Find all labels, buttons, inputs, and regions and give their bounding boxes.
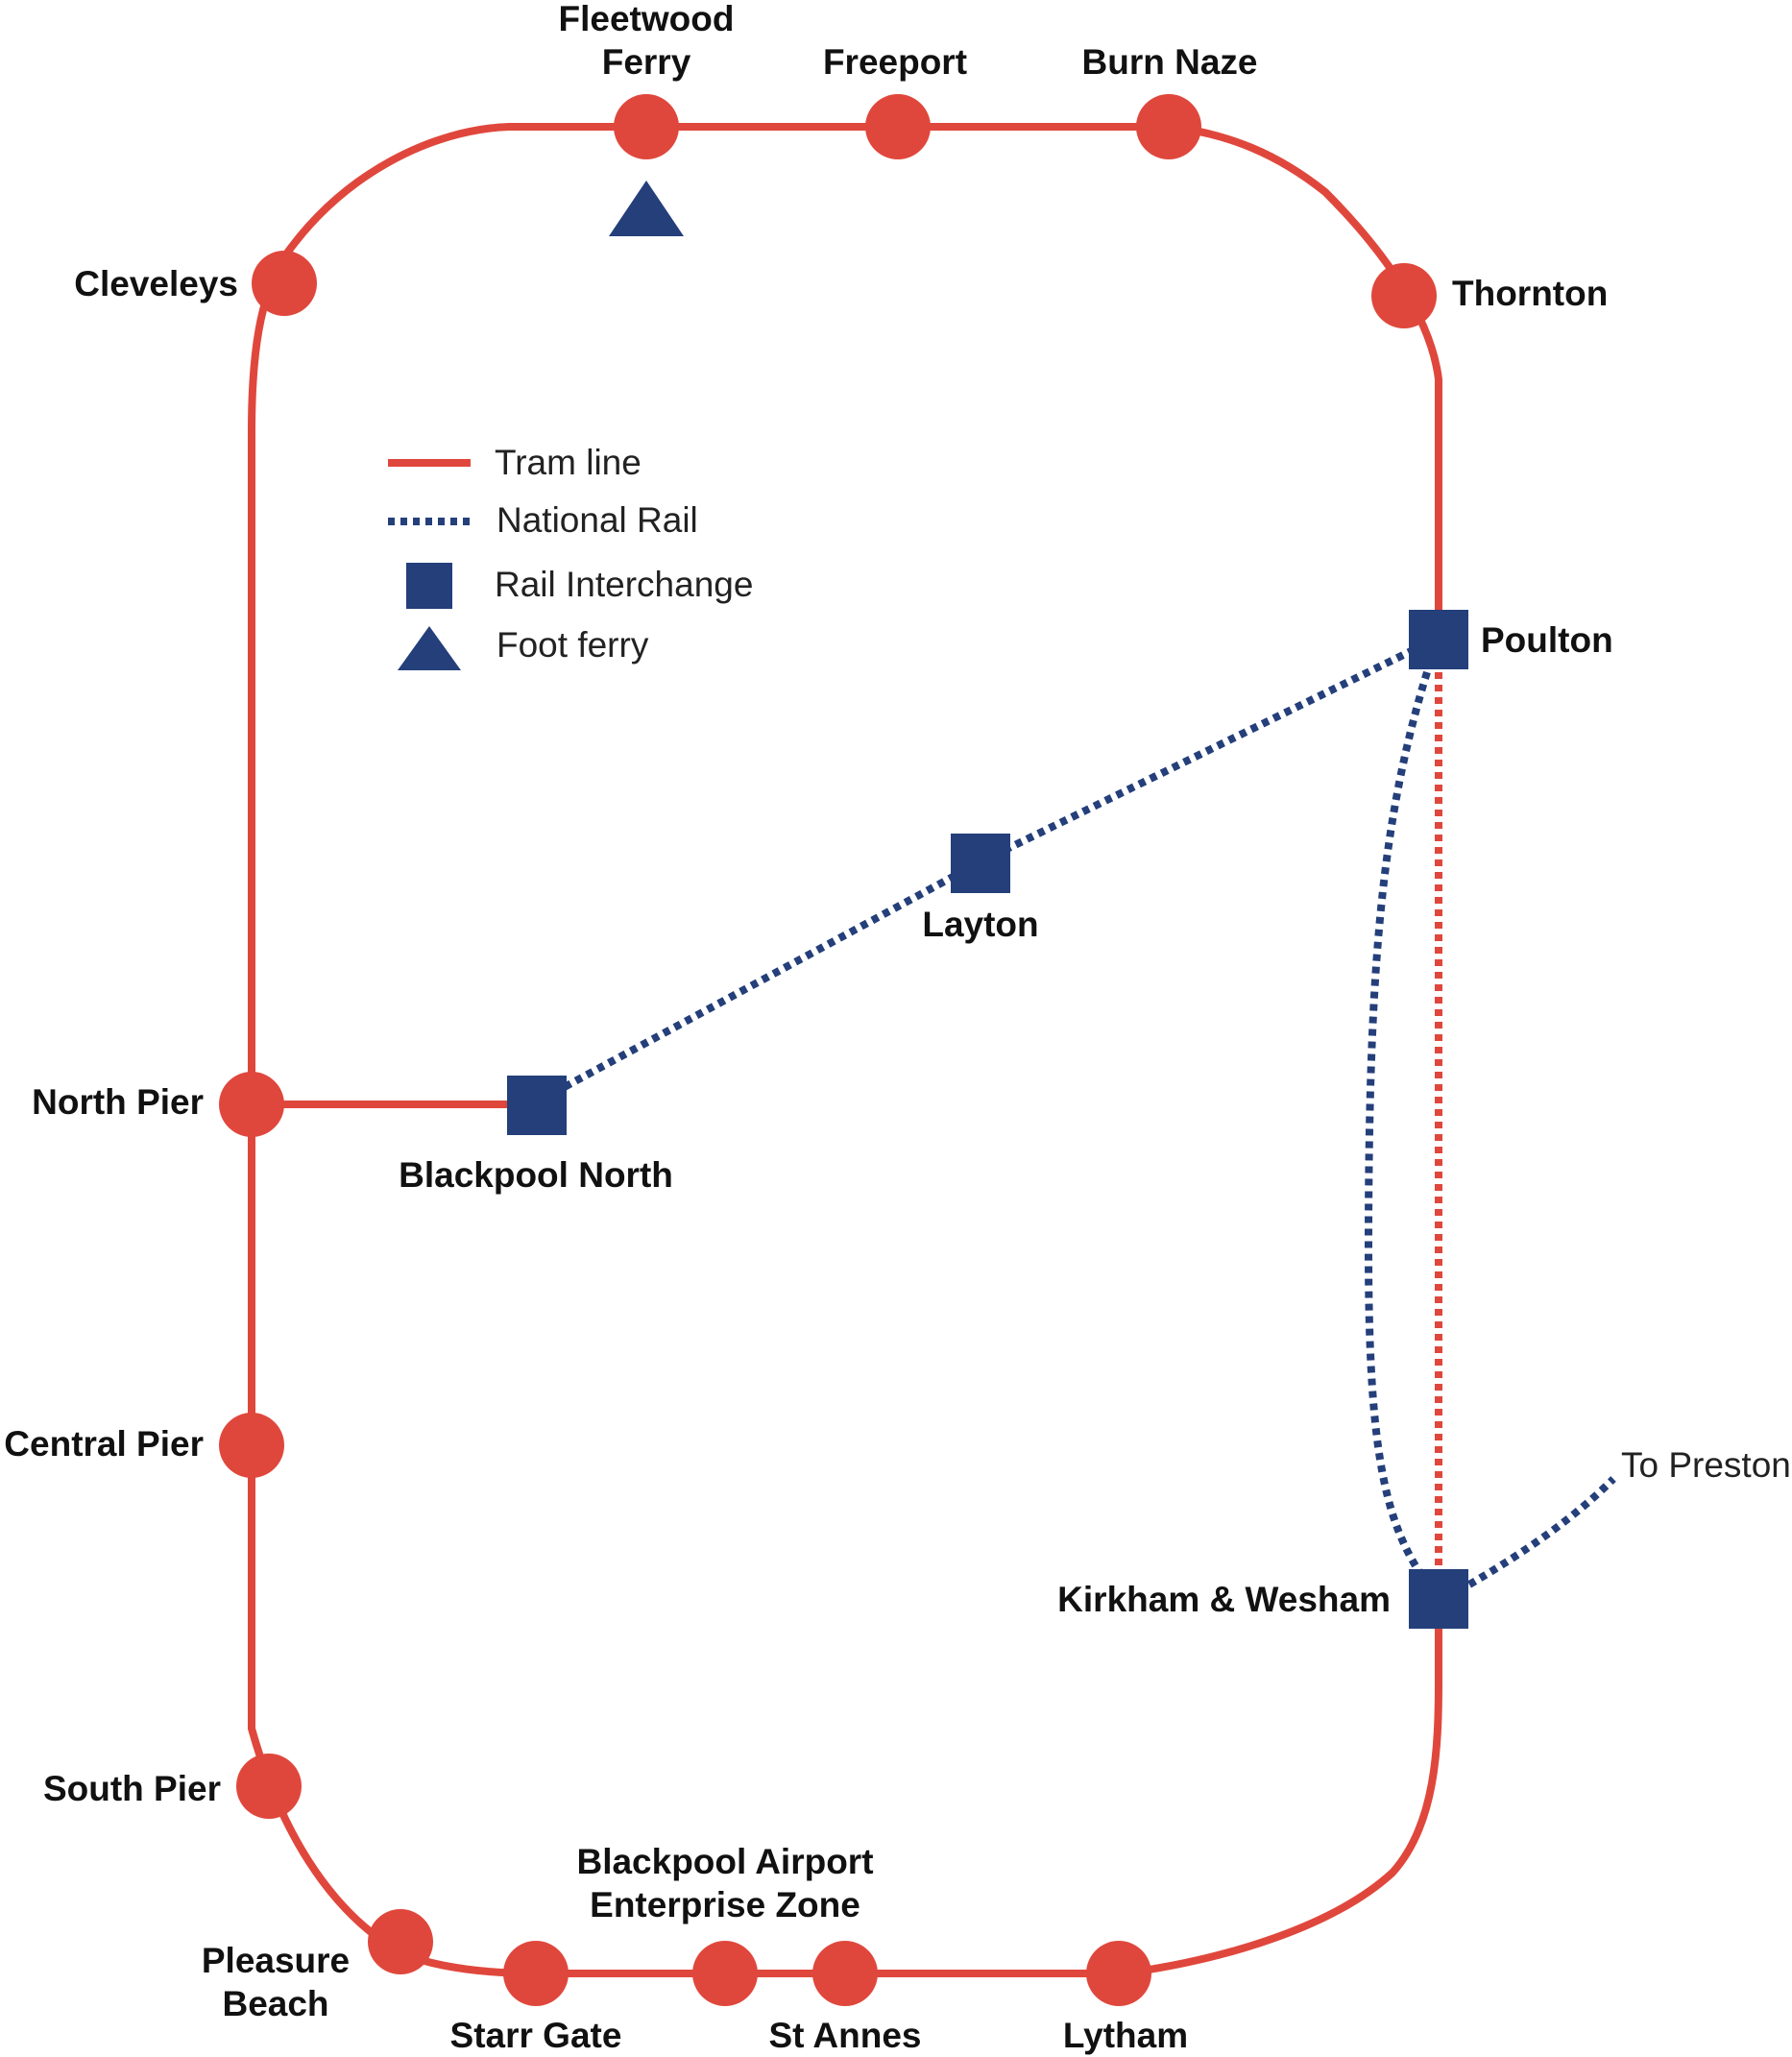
label-blackpool-airport-line2: Enterprise Zone xyxy=(590,1885,860,1924)
interchange-layton[interactable] xyxy=(951,834,1010,893)
label-pleasure-beach-line1: Pleasure xyxy=(202,1941,350,1980)
label-cleveleys: Cleveleys xyxy=(74,264,238,303)
stop-north-pier[interactable] xyxy=(219,1072,284,1137)
label-st-annes: St Annes xyxy=(769,2016,922,2055)
stop-burn-naze[interactable] xyxy=(1136,94,1201,159)
label-thornton: Thornton xyxy=(1452,274,1608,313)
stop-central-pier[interactable] xyxy=(219,1413,284,1478)
label-north-pier: North Pier xyxy=(32,1082,204,1122)
national-rail-lines xyxy=(534,635,1616,1588)
stop-lytham[interactable] xyxy=(1086,1941,1151,2006)
interchange-poulton[interactable] xyxy=(1409,610,1468,669)
label-to-preston: To Preston xyxy=(1621,1445,1791,1485)
interchange-blackpool-north[interactable] xyxy=(507,1076,567,1135)
label-layton: Layton xyxy=(922,905,1038,944)
label-starr-gate: Starr Gate xyxy=(450,2016,622,2055)
label-blackpool-airport-line1: Blackpool Airport xyxy=(576,1842,873,1881)
label-fleetwood-ferry-line2: Ferry xyxy=(602,42,691,82)
label-fleetwood-ferry-line1: Fleetwood xyxy=(559,0,735,38)
stop-south-pier[interactable] xyxy=(236,1754,302,1819)
label-blackpool-north: Blackpool North xyxy=(399,1155,673,1195)
stop-fleetwood-ferry[interactable] xyxy=(614,94,679,159)
label-lytham: Lytham xyxy=(1063,2016,1188,2055)
legend-foot-ferry-icon xyxy=(398,626,461,670)
interchange-kirkham-wesham[interactable] xyxy=(1409,1569,1468,1629)
station-labels: Fleetwood Ferry Freeport Burn Naze Thorn… xyxy=(4,0,1791,2055)
stop-freeport[interactable] xyxy=(865,94,931,159)
stop-pleasure-beach[interactable] xyxy=(368,1909,433,1974)
stop-blackpool-airport[interactable] xyxy=(692,1941,758,2006)
stop-thornton[interactable] xyxy=(1371,263,1437,328)
tram-loop xyxy=(248,123,1442,1977)
rail-interchanges xyxy=(507,610,1468,1629)
stop-cleveleys[interactable] xyxy=(252,251,317,316)
label-kirkham-wesham: Kirkham & Wesham xyxy=(1057,1580,1391,1619)
legend-interchange-label: Rail Interchange xyxy=(495,565,753,604)
stop-starr-gate[interactable] xyxy=(503,1941,569,2006)
rail-kirkham-preston xyxy=(1466,1476,1616,1588)
rail-poulton-kirkham xyxy=(1364,670,1431,1578)
label-central-pier: Central Pier xyxy=(4,1424,204,1464)
legend-foot-ferry-label: Foot ferry xyxy=(496,625,649,665)
label-freeport: Freeport xyxy=(823,42,967,82)
legend: Tram line National Rail Rail Interchange… xyxy=(388,443,753,670)
tram-lines xyxy=(248,123,1442,1977)
legend-national-rail-label: National Rail xyxy=(496,500,698,540)
tram-stops xyxy=(219,94,1437,2006)
label-poulton: Poulton xyxy=(1481,620,1613,660)
label-burn-naze: Burn Naze xyxy=(1082,42,1258,82)
label-south-pier: South Pier xyxy=(43,1769,221,1808)
legend-interchange-icon xyxy=(406,563,452,609)
foot-ferry-icon xyxy=(609,181,684,236)
stop-st-annes[interactable] xyxy=(812,1941,878,2006)
legend-tram-line-label: Tram line xyxy=(495,443,642,482)
label-pleasure-beach-line2: Beach xyxy=(222,1984,328,2023)
